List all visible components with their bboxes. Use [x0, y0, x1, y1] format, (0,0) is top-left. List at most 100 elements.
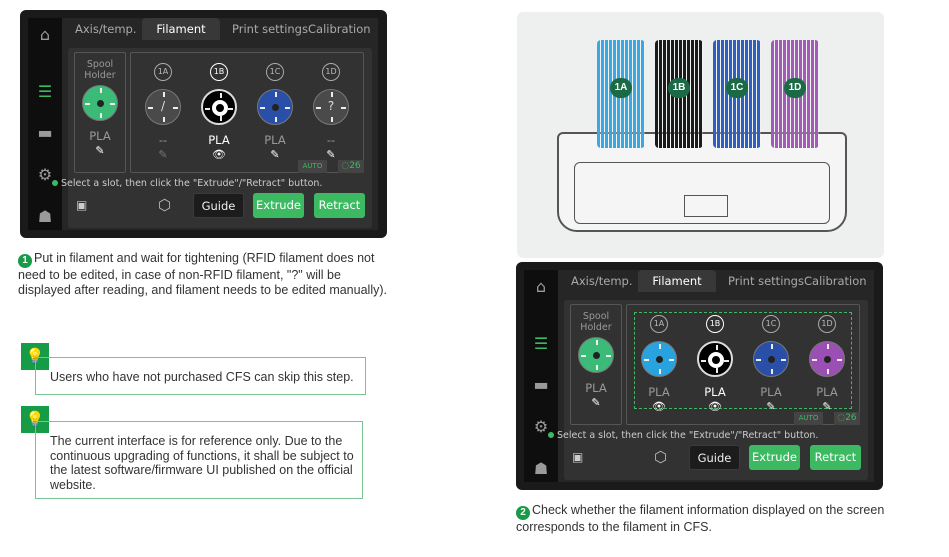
- edit-pencil-icon[interactable]: ✎: [95, 144, 105, 157]
- edit-pencil-icon[interactable]: ✎: [591, 396, 601, 409]
- spool-holder-material: PLA: [89, 129, 111, 143]
- spool-holder-label: Spool Holder: [580, 311, 612, 333]
- filament-spool: 1C: [713, 40, 761, 148]
- tab-filament[interactable]: Filament: [638, 270, 716, 292]
- eye-icon[interactable]: 👁: [708, 400, 722, 413]
- tip-box: The current interface is for reference o…: [35, 421, 363, 499]
- controls-icon[interactable]: ☰: [37, 82, 53, 101]
- edit-pencil-icon[interactable]: ✎: [822, 400, 832, 413]
- spool-hub: [824, 356, 831, 363]
- feeder-icon[interactable]: ▣: [572, 450, 584, 464]
- spool-holder-material: PLA: [585, 381, 607, 395]
- robot-icon[interactable]: ☗: [533, 459, 549, 478]
- spool-tick: [100, 113, 102, 118]
- eye-icon[interactable]: 👁: [212, 148, 226, 161]
- guide-button[interactable]: Guide: [689, 445, 740, 470]
- spool-disc-icon: [809, 341, 845, 377]
- folder-icon[interactable]: ▬: [533, 375, 549, 394]
- spool-tick: [716, 345, 718, 350]
- robot-icon[interactable]: ☗: [37, 207, 53, 226]
- feeder-icon[interactable]: ▣: [76, 198, 88, 212]
- slot-material: PLA: [816, 385, 838, 399]
- spool-tick: [285, 107, 290, 109]
- spool-center-symbol: ?: [327, 99, 335, 113]
- folder-icon[interactable]: ▬: [37, 123, 53, 142]
- spool-disc-icon: [641, 341, 677, 377]
- spool-tick: [659, 344, 661, 349]
- spool-label: 1A: [610, 78, 632, 98]
- tab-filament[interactable]: Filament: [142, 18, 220, 40]
- tab-print-settings[interactable]: Print settings: [232, 22, 308, 36]
- spool-disc-icon: [697, 341, 733, 377]
- spool-tick: [205, 108, 210, 110]
- cfs-slot-1b[interactable]: 1B PLA👁: [199, 63, 239, 161]
- controls-icon[interactable]: ☰: [533, 334, 549, 353]
- slot-id-badge: 1B: [210, 63, 228, 81]
- auto-badge: AUTO: [794, 412, 823, 425]
- cfs-slot-1d[interactable]: 1D?--✎: [311, 63, 351, 161]
- edit-pencil-icon: ✎: [158, 148, 168, 161]
- spool-hub: [97, 100, 104, 107]
- guide-button[interactable]: Guide: [193, 193, 244, 218]
- cfs-front-panel: [574, 162, 830, 224]
- spool-tick: [669, 359, 674, 361]
- cfs-slot-1a[interactable]: 1A/--✎: [143, 63, 183, 161]
- tab-calibration[interactable]: Calibration: [308, 22, 371, 36]
- hint-text: Select a slot, then click the "Extrude"/…: [548, 430, 818, 441]
- spool-label: 1B: [668, 78, 690, 98]
- edit-pencil-icon[interactable]: ✎: [326, 148, 336, 161]
- slot-material: PLA: [208, 133, 230, 147]
- edit-pencil-icon[interactable]: ✎: [270, 148, 280, 161]
- spool-tick: [163, 117, 165, 122]
- spool-tick: [275, 92, 277, 97]
- eye-icon[interactable]: 👁: [652, 400, 666, 413]
- spool-hub: [212, 100, 228, 116]
- spool-tick: [220, 93, 222, 98]
- tab-axis-temp[interactable]: Axis/temp.: [75, 22, 137, 36]
- spool-tick: [812, 359, 817, 361]
- humidity-value: 26: [349, 161, 361, 171]
- sidebar: ⌂ ☰ ▬ ⚙ ☗: [524, 270, 558, 482]
- spool-tick: [644, 359, 649, 361]
- spool-hub: [656, 356, 663, 363]
- tab-calibration[interactable]: Calibration: [804, 274, 867, 288]
- extrude-button[interactable]: Extrude: [253, 193, 304, 218]
- tab-print-settings[interactable]: Print settings: [728, 274, 804, 288]
- gear-icon[interactable]: ⚙: [37, 165, 53, 184]
- cfs-body: [557, 132, 847, 232]
- nozzle-clean-icon[interactable]: ⬡: [158, 196, 172, 214]
- nozzle-clean-icon[interactable]: ⬡: [654, 448, 668, 466]
- retract-button[interactable]: Retract: [810, 445, 861, 470]
- retract-button[interactable]: Retract: [314, 193, 365, 218]
- spool-label: 1C: [726, 78, 748, 98]
- step-number: 2: [516, 506, 530, 520]
- spool-tick: [606, 355, 611, 357]
- step-number: 1: [18, 254, 32, 268]
- spool-tick: [659, 369, 661, 374]
- edit-pencil-icon[interactable]: ✎: [766, 400, 776, 413]
- home-icon[interactable]: ⌂: [39, 25, 51, 44]
- spool-center-symbol: /: [160, 99, 166, 113]
- tip-text: The current interface is for reference o…: [50, 434, 354, 492]
- spool-disc-icon: [201, 89, 237, 125]
- extrude-button[interactable]: Extrude: [749, 445, 800, 470]
- tab-axis-temp[interactable]: Axis/temp.: [571, 274, 633, 288]
- gear-icon[interactable]: ⚙: [533, 417, 549, 436]
- cfs-slot-1d[interactable]: 1D PLA✎: [807, 315, 847, 413]
- slot-id-badge: 1D: [818, 315, 836, 333]
- slot-material: PLA: [264, 133, 286, 147]
- spool-tick: [781, 359, 786, 361]
- home-icon[interactable]: ⌂: [535, 277, 547, 296]
- spool-disc-icon: [257, 89, 293, 125]
- humidity-badge: ◌26: [834, 412, 860, 425]
